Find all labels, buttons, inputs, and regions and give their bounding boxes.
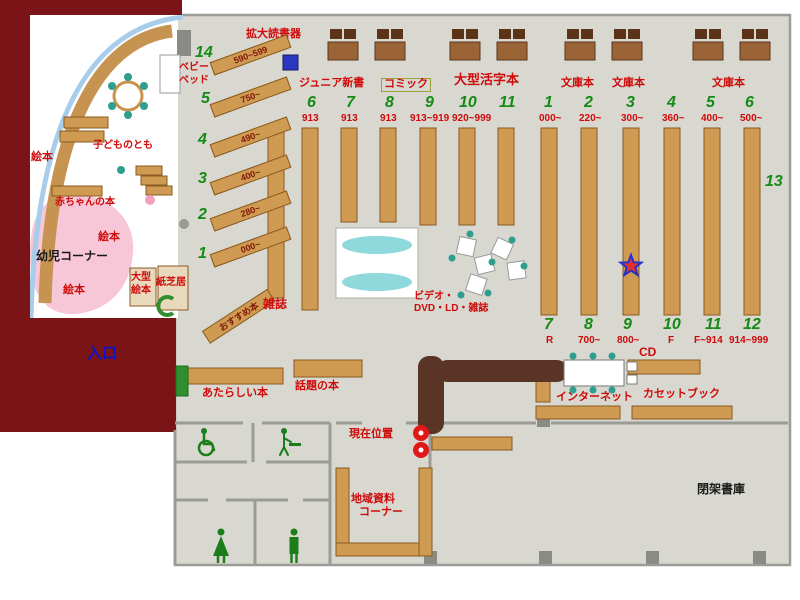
baby-changing-icon bbox=[279, 428, 301, 456]
shelf-code: 300~ bbox=[621, 113, 644, 124]
label-closed-stacks: 閉架書庫 bbox=[697, 482, 746, 496]
label-infant-corner: 幼児コーナー bbox=[36, 249, 109, 263]
magazine-kiosk bbox=[335, 227, 419, 299]
shelf-number: 12 bbox=[743, 316, 761, 333]
shelf-number: 1 bbox=[544, 94, 553, 111]
pillar-dot bbox=[179, 219, 189, 229]
label-cd: CD bbox=[639, 345, 657, 359]
label-kodomo-no-tomo: 子どものとも bbox=[93, 140, 153, 151]
shelf-code: 913 bbox=[341, 113, 358, 124]
label-cassette-book: カセットブック bbox=[643, 388, 720, 400]
label-junior-shinsho: ジュニア新書 bbox=[299, 77, 365, 89]
shelf-number: 4 bbox=[667, 94, 676, 111]
shelf-number: 8 bbox=[385, 94, 394, 111]
wheelchair-icon bbox=[197, 428, 216, 457]
shelf-number: 6 bbox=[745, 94, 754, 111]
shelf-number: 14 bbox=[195, 44, 213, 61]
label-regional-line2: コーナー bbox=[359, 506, 403, 518]
shelf-number: 10 bbox=[663, 316, 681, 333]
shelf-code: 220~ bbox=[579, 113, 602, 124]
green-stand-icon bbox=[156, 295, 175, 317]
label-current-position: 現在位置 bbox=[349, 428, 393, 440]
toilet-icons bbox=[197, 428, 301, 563]
shelf-code: 360~ bbox=[662, 113, 685, 124]
label-shelf-13: 13 bbox=[765, 173, 783, 190]
label-large-picture-books-1: 大型 bbox=[131, 272, 151, 283]
shelf-number: 4 bbox=[198, 131, 207, 148]
shelf-number: 5 bbox=[201, 90, 210, 107]
chair-dot bbox=[117, 166, 125, 174]
label-internet: インターネット bbox=[556, 391, 633, 403]
label-bunko-1: 文庫本 bbox=[561, 77, 594, 89]
label-large-print: 大型活字本 bbox=[454, 72, 520, 87]
mens-toilet-icon bbox=[289, 528, 299, 563]
label-video-line2: DVD・LD・雑誌 bbox=[414, 303, 489, 314]
shelf-code: F~914 bbox=[694, 335, 723, 346]
current-location-icon bbox=[413, 425, 429, 458]
shelf-code: 920~999 bbox=[452, 113, 492, 124]
shelf-number: 1 bbox=[198, 245, 207, 262]
label-baby-bed-line2: ベッド bbox=[179, 75, 209, 86]
label-magazines: 雑誌 bbox=[263, 297, 288, 311]
service-counter bbox=[418, 356, 568, 434]
shelf-number: 2 bbox=[198, 206, 207, 223]
label-new-books: あたらしい本 bbox=[202, 387, 268, 399]
shelf-code: 913 bbox=[302, 113, 319, 124]
shelf-code: 500~ bbox=[740, 113, 763, 124]
label-bunko-3: 文庫本 bbox=[712, 77, 745, 89]
shelf-code: 913~919 bbox=[410, 113, 450, 124]
label-picture-books-2: 絵本 bbox=[98, 231, 120, 243]
womens-toilet-icon bbox=[213, 528, 229, 563]
shelf-code: 700~ bbox=[578, 335, 601, 346]
label-baby-bed-line1: ベビー bbox=[179, 62, 209, 73]
label-picture-books-3: 絵本 bbox=[63, 284, 85, 296]
shelf-number: 3 bbox=[626, 94, 635, 111]
label-baby-books: 赤ちゃんの本 bbox=[55, 197, 115, 208]
label-regional-line1: 地域資料 bbox=[351, 493, 395, 505]
shelf-code: 914~999 bbox=[729, 335, 769, 346]
shelf-number: 8 bbox=[584, 316, 593, 333]
label-comic: コミック bbox=[381, 78, 431, 92]
picture-book-curved-shelf bbox=[38, 24, 173, 304]
shelf-code: R bbox=[546, 335, 554, 346]
label-topic-books: 話題の本 bbox=[295, 380, 339, 392]
label-magnifier: 拡大読書器 bbox=[246, 28, 301, 40]
reading-tables bbox=[327, 29, 771, 61]
shelf-number: 3 bbox=[198, 170, 207, 187]
study-carrels bbox=[448, 230, 528, 299]
outer-maroon-walls bbox=[0, 0, 182, 432]
magnifier-device-icon bbox=[282, 54, 299, 71]
star-marker-icon bbox=[617, 252, 645, 278]
label-kamishibai: 紙芝居 bbox=[156, 277, 186, 288]
shelf-code: 800~ bbox=[617, 335, 640, 346]
shelf-code: 000~ bbox=[539, 113, 562, 124]
label-entrance: 入口 bbox=[87, 345, 118, 362]
baby-bed bbox=[159, 54, 181, 94]
shelf-number: 11 bbox=[499, 94, 516, 111]
shelf-number: 6 bbox=[307, 94, 316, 111]
label-bunko-2: 文庫本 bbox=[612, 77, 645, 89]
shelf-number: 7 bbox=[346, 94, 355, 111]
shelf-number: 9 bbox=[425, 94, 434, 111]
internet-table bbox=[563, 352, 638, 394]
shelf-number: 9 bbox=[623, 316, 632, 333]
label-large-picture-books-2: 絵本 bbox=[131, 285, 151, 296]
curved-window-wall bbox=[28, 14, 184, 319]
shelf-number: 2 bbox=[584, 94, 593, 111]
shelf-number: 11 bbox=[705, 316, 722, 333]
shelf-number: 5 bbox=[706, 94, 715, 111]
round-table bbox=[108, 73, 148, 119]
cushion-dot bbox=[145, 195, 155, 205]
book-shelves bbox=[51, 116, 761, 557]
label-video-line1: ビデオ・ bbox=[414, 291, 454, 302]
label-picture-books-1: 絵本 bbox=[31, 151, 53, 163]
shelf-number: 7 bbox=[544, 316, 553, 333]
shelf-code: 913 bbox=[380, 113, 397, 124]
shelf-code: F bbox=[668, 335, 675, 346]
shelf-number: 10 bbox=[459, 94, 477, 111]
shelf-code: 400~ bbox=[701, 113, 724, 124]
